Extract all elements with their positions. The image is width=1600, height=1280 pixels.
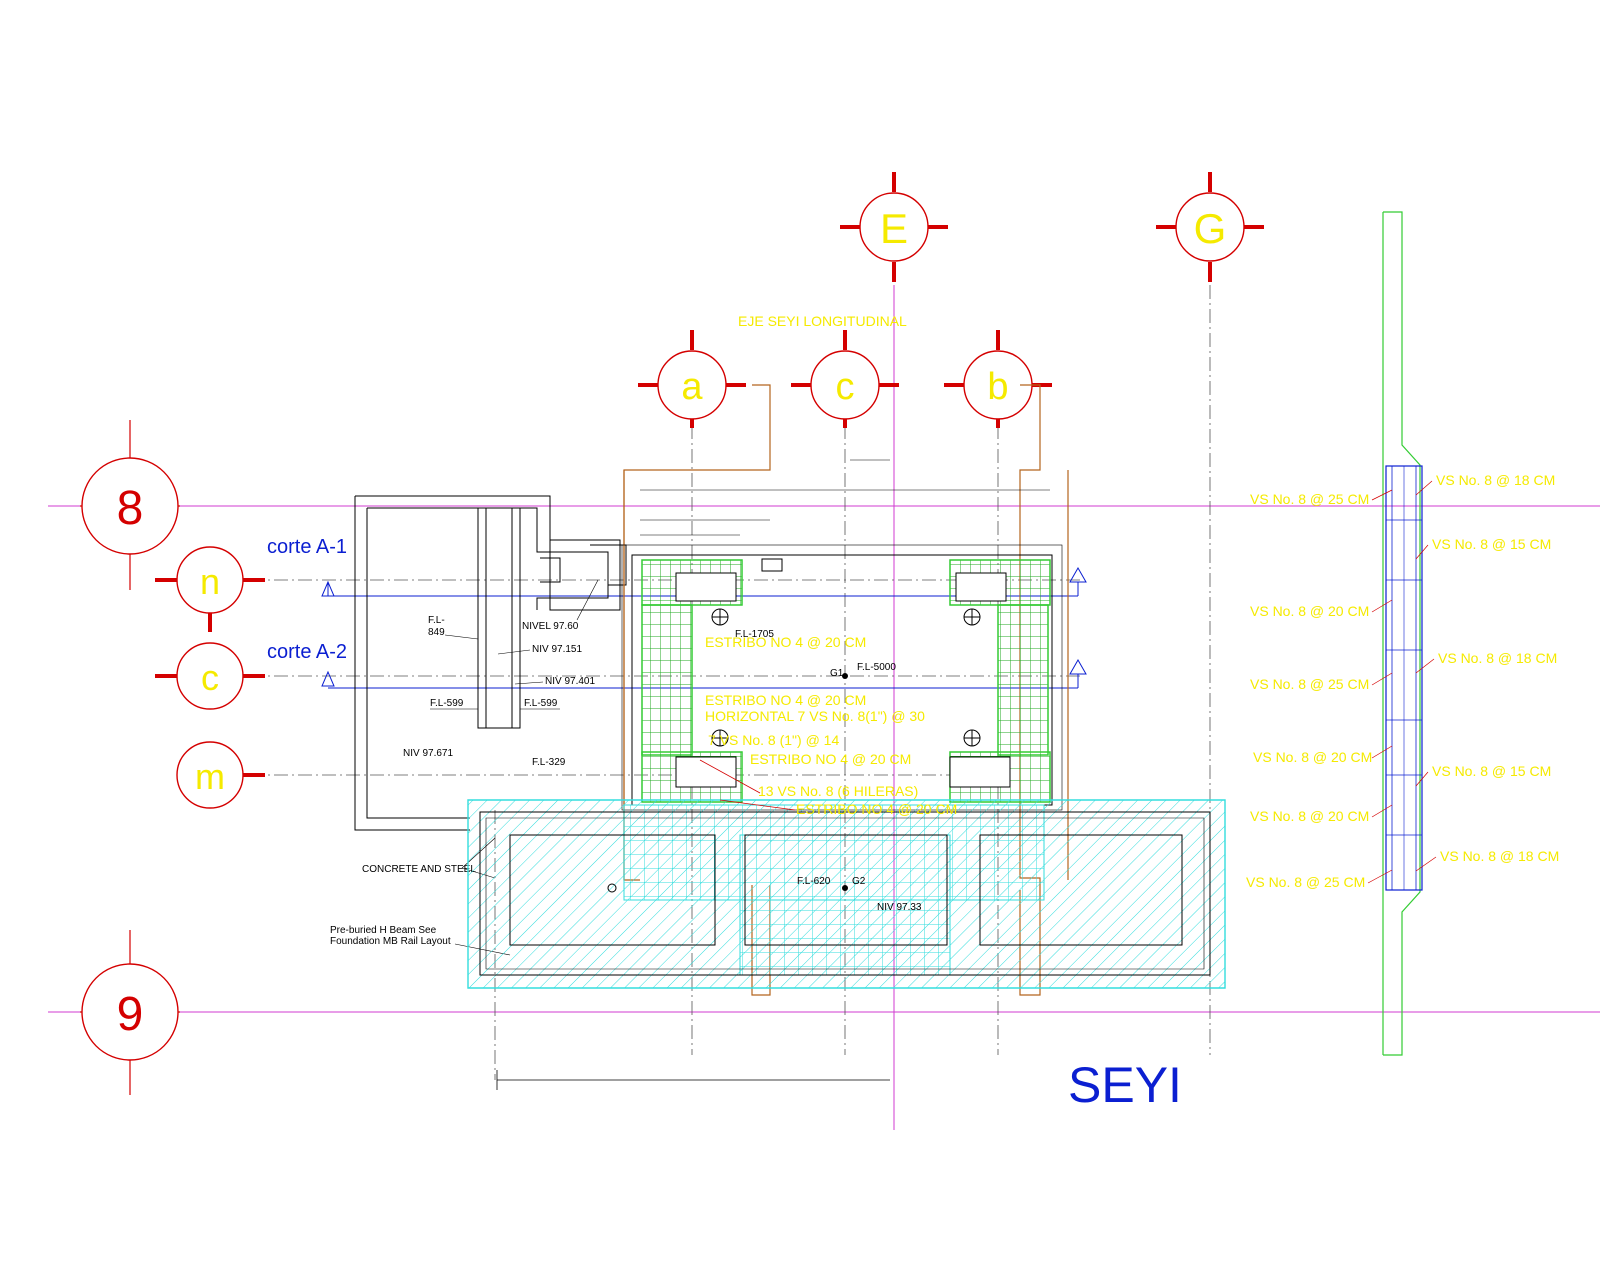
subcol-b-label: b (987, 366, 1008, 408)
axis-title: EJE SEYI LONGITUDINAL (738, 313, 907, 329)
col-G-label: G (1194, 205, 1227, 252)
rebar-note-6: 13 VS No. 8 (6 HILERAS) (758, 783, 918, 799)
fl-620: F.L-620 (797, 876, 831, 887)
niv-97671: NIV 97.671 (403, 748, 453, 759)
section-A2-label: corte A-2 (267, 641, 347, 663)
grid-lines-horizontal (48, 505, 1600, 1013)
dimension-line (496, 1070, 890, 1090)
subcol-c-label: c (836, 366, 855, 408)
wall-note-right-3: VS No. 8 @ 18 CM (1438, 650, 1557, 666)
g2-label: G2 (852, 876, 866, 887)
drawing-title: SEYI (1068, 1057, 1182, 1113)
rebar-note-3: HORIZONTAL 7 VS No. 8(1") @ 30 (705, 708, 925, 724)
wall-note-left-6: VS No. 8 @ 25 CM (1246, 874, 1365, 890)
main-pit-annotations: F.L-1705 G1 F.L-5000 F.L-620 G2 NIV 97.3… (711, 608, 981, 913)
subrow-bubble-m: m (176, 741, 265, 809)
rebar-note-5: ESTRIBO NO 4 @ 20 CM (750, 751, 911, 767)
left-pit (354, 495, 627, 831)
wall-section-notes: VS No. 8 @ 25 CM VS No. 8 @ 20 CM VS No.… (1246, 472, 1559, 890)
niv-97151: NIV 97.151 (532, 644, 582, 655)
subrow-n-label: n (200, 561, 220, 602)
subrow-bubble-c: c (155, 642, 265, 710)
row-8-label: 8 (117, 482, 144, 535)
wall-note-left-4: VS No. 8 @ 20 CM (1253, 749, 1372, 765)
nivel-9760: NIVEL 97.60 (522, 621, 579, 632)
fl-329: F.L-329 (532, 757, 566, 768)
wall-note-left-1: VS No. 8 @ 25 CM (1250, 491, 1369, 507)
fl-849-a: F.L- (428, 615, 445, 626)
subrow-m-label: m (195, 756, 225, 797)
wall-note-left-2: VS No. 8 @ 20 CM (1250, 603, 1369, 619)
section-A1-label: corte A-1 (267, 536, 347, 558)
subcol-bubble-c: c (791, 330, 899, 428)
rebar-note-2: ESTRIBO NO 4 @ 20 CM (705, 692, 866, 708)
col-bubble-G: G (1156, 172, 1264, 282)
wall-note-right-5: VS No. 8 @ 18 CM (1440, 848, 1559, 864)
row-bubble-9: 9 (80, 930, 180, 1095)
row-9-label: 9 (117, 988, 144, 1041)
concrete-note: CONCRETE AND STEEL (362, 864, 476, 875)
subcol-a-label: a (681, 366, 703, 408)
rebar-note-1: ESTRIBO NO 4 @ 20 CM (705, 634, 866, 650)
subcol-bubble-a: a (638, 330, 746, 428)
preburied-note-2: Foundation MB Rail Layout (330, 936, 451, 947)
preburied-note-1: Pre-buried H Beam See (330, 925, 437, 936)
rebar-note-7: ESTRIBO NO 4 @ 20 CM (796, 801, 957, 817)
niv-97401: NIV 97.401 (545, 676, 595, 687)
wall-note-right-2: VS No. 8 @ 15 CM (1432, 536, 1551, 552)
fl-5000: F.L-5000 (857, 662, 896, 673)
wall-section (1382, 211, 1423, 1056)
row-bubble-8: 8 (80, 420, 180, 590)
subcol-bubble-b: b (944, 330, 1052, 428)
fl-849-b: 849 (428, 627, 445, 638)
subrow-c-label: c (201, 657, 219, 698)
foundation-slab (467, 799, 1226, 989)
wall-note-left-3: VS No. 8 @ 25 CM (1250, 676, 1369, 692)
subrow-bubble-n: n (155, 546, 265, 632)
wall-note-right-4: VS No. 8 @ 15 CM (1432, 763, 1551, 779)
wall-note-right-1: VS No. 8 @ 18 CM (1436, 472, 1555, 488)
section-cut-A2: corte A-2 (267, 641, 1087, 689)
rebar-notes: ESTRIBO NO 4 @ 20 CM ESTRIBO NO 4 @ 20 C… (699, 634, 957, 817)
niv-9733: NIV 97.33 (877, 902, 922, 913)
col-E-label: E (880, 205, 908, 252)
g1-label: G1 (830, 668, 844, 679)
fl-599-left: F.L-599 (430, 698, 464, 709)
col-bubble-E: E (840, 172, 948, 282)
fl-1705: F.L-1705 (735, 629, 774, 640)
rebar-blocks (641, 559, 1051, 803)
rebar-note-4: 7 VS No. 8 (1") @ 14 (708, 732, 839, 748)
fl-599-right: F.L-599 (524, 698, 558, 709)
wall-note-left-5: VS No. 8 @ 20 CM (1250, 808, 1369, 824)
